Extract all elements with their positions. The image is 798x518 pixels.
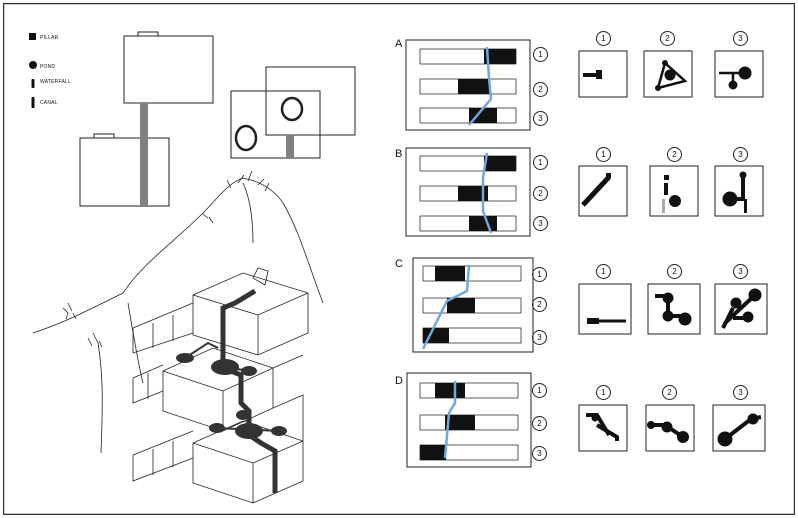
bar-number: 3 — [533, 111, 548, 126]
icon-number: 2 — [662, 385, 677, 400]
bar-number: 1 — [532, 383, 547, 398]
bar-number: 3 — [533, 216, 548, 231]
legend-symbols — [29, 33, 37, 108]
overlap-canal — [286, 135, 294, 158]
pillar-icon — [29, 33, 36, 40]
legend-label-pond: POND — [40, 64, 56, 70]
canal-icon — [31, 97, 35, 108]
row-c-bars — [412, 257, 534, 353]
legend-label-waterfall: WATERFALL — [40, 79, 71, 85]
bar-number: 2 — [533, 186, 548, 201]
row-d-bars — [406, 372, 532, 468]
row-letter-c: C — [395, 258, 403, 270]
icon-number: 3 — [733, 385, 748, 400]
row-letter-d: D — [395, 375, 403, 387]
icon-glyphs — [581, 60, 762, 447]
bar-number: 2 — [533, 82, 548, 97]
icon-number: 1 — [596, 147, 611, 162]
bar-number: 1 — [533, 155, 548, 170]
icon-number: 3 — [733, 264, 748, 279]
bar-number: 3 — [532, 330, 547, 345]
isometric-canal — [220, 288, 278, 493]
bar-number: 2 — [532, 297, 547, 312]
bar-number: 1 — [533, 47, 548, 62]
icon-number: 2 — [660, 31, 675, 46]
icon-number: 2 — [667, 147, 682, 162]
isometric-sketch — [32, 170, 324, 504]
icon-boxes — [578, 50, 768, 452]
bar-number: 2 — [532, 416, 547, 431]
waterfall-icon — [31, 79, 35, 88]
legend-label-canal: CANAL — [40, 100, 58, 106]
pond-icon — [29, 61, 37, 69]
row-letter-a: A — [395, 38, 403, 50]
icon-number: 2 — [667, 264, 682, 279]
plan-canal — [140, 103, 148, 207]
row-letter-b: B — [395, 148, 403, 160]
bar-number: 3 — [532, 446, 547, 461]
overlap-plan — [230, 66, 356, 159]
diagram-frame — [3, 3, 795, 515]
legend-label-pillar: PILLAR — [40, 35, 59, 41]
row-a-bars — [405, 39, 531, 131]
plan-view-boxes — [79, 31, 214, 207]
icon-number: 1 — [596, 385, 611, 400]
bar-number: 1 — [532, 267, 547, 282]
icon-number: 1 — [596, 264, 611, 279]
row-b-bars — [405, 147, 531, 237]
icon-number: 3 — [733, 147, 748, 162]
icon-number: 1 — [596, 31, 611, 46]
isometric-water — [176, 288, 287, 493]
icon-number: 3 — [733, 31, 748, 46]
